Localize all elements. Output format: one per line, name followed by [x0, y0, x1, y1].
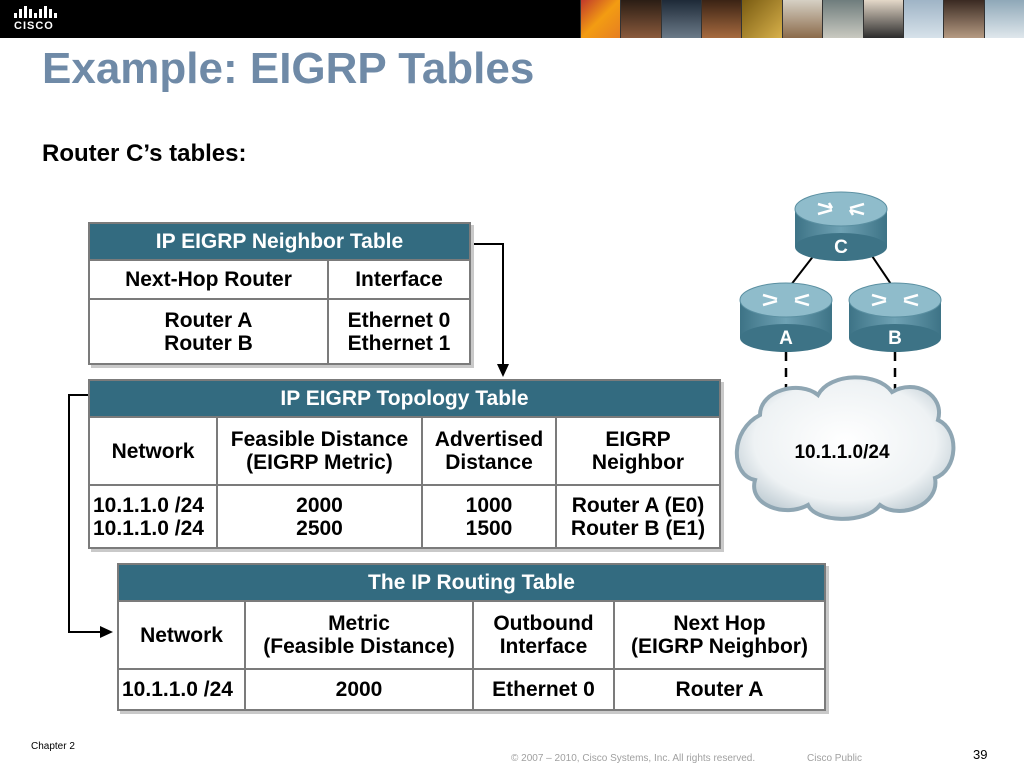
- column-header: Network: [90, 418, 218, 484]
- slide-title: Example: EIGRP Tables: [42, 44, 535, 93]
- router-label-c: C: [834, 237, 848, 258]
- banner-photo: [943, 0, 984, 38]
- topology-to-routing-arrow: [68, 394, 102, 633]
- banner-photo: [741, 0, 782, 38]
- topology-table: IP EIGRP Topology Table Network Feasible…: [88, 379, 721, 549]
- arrowhead-icon: [497, 364, 509, 377]
- slide-subtitle: Router C’s tables:: [42, 140, 247, 167]
- router-label-a: A: [779, 328, 793, 349]
- network-value: 10.1.1.0 /24: [119, 670, 246, 709]
- router-name: Router B: [164, 331, 253, 355]
- banner-photo: [781, 0, 823, 38]
- router-c-icon: [794, 191, 888, 261]
- footer-copyright: © 2007 – 2010, Cisco Systems, Inc. All r…: [511, 753, 756, 764]
- column-header: Outbound Interface: [474, 602, 615, 668]
- neighbor-table-title: IP EIGRP Neighbor Table: [90, 224, 469, 261]
- column-header: Metric (Feasible Distance): [246, 602, 474, 668]
- table-header-row: Network Metric (Feasible Distance) Outbo…: [119, 602, 824, 670]
- cisco-logo: CISCO: [14, 6, 62, 34]
- banner-photo: [822, 0, 863, 38]
- network-label: 10.1.1.0/24: [794, 442, 890, 463]
- cisco-bars-icon: [14, 6, 62, 18]
- page-number: 39: [973, 747, 988, 762]
- footer-classification: Cisco Public: [807, 753, 863, 764]
- arrowhead-icon: [100, 626, 113, 638]
- table-header-row: Next-Hop Router Interface: [90, 261, 469, 300]
- column-header: EIGRP Neighbor: [591, 428, 685, 474]
- router-label-b: B: [888, 328, 902, 349]
- network-value: 10.1.1.0 /24: [93, 516, 204, 540]
- interface-value: Ethernet 0: [474, 670, 615, 709]
- cell-neighbors: Router A (E0) Router B (E1): [557, 486, 719, 547]
- column-header: Feasible Distance (EIGRP Metric): [218, 418, 423, 484]
- cell-routers: Router A Router B: [90, 300, 329, 363]
- banner-photo: [701, 0, 742, 38]
- cisco-logo-text: CISCO: [14, 20, 54, 32]
- column-header: Next Hop (EIGRP Neighbor): [631, 612, 808, 658]
- neighbor-table: IP EIGRP Neighbor Table Next-Hop Router …: [88, 222, 471, 365]
- advertised-distance-value: 1000: [465, 493, 513, 517]
- column-header: Interface: [355, 268, 443, 291]
- router-name: Router A: [164, 308, 253, 332]
- column-header: Advertised Distance: [423, 418, 557, 484]
- banner-photo: [580, 0, 621, 38]
- router-a-icon: [739, 282, 833, 352]
- metric-value: 2000: [246, 670, 474, 709]
- routing-table: The IP Routing Table Network Metric (Fea…: [117, 563, 826, 711]
- routing-table-title: The IP Routing Table: [119, 565, 824, 602]
- table-row: 10.1.1.0 /24 2000 Ethernet 0 Router A: [119, 670, 824, 709]
- table-row: 10.1.1.0 /24 10.1.1.0 /24 2000 2500 1000…: [90, 486, 719, 547]
- table-row: Router A Router B Ethernet 0 Ethernet 1: [90, 300, 469, 363]
- banner-photo: [620, 0, 661, 38]
- topology-table-title: IP EIGRP Topology Table: [90, 381, 719, 418]
- neighbor-to-topology-arrow: [470, 243, 504, 368]
- feasible-distance-value: 2000: [296, 493, 343, 517]
- interface-name: Ethernet 1: [347, 331, 451, 355]
- cell-advertised-distances: 1000 1500: [423, 486, 557, 547]
- cell-feasible-distances: 2000 2500: [218, 486, 423, 547]
- neighbor-value: Router B (E1): [570, 516, 706, 540]
- footer-chapter: Chapter 2: [31, 741, 75, 752]
- advertised-distance-value: 1500: [465, 516, 513, 540]
- cell-interfaces: Ethernet 0 Ethernet 1: [329, 300, 469, 363]
- feasible-distance-value: 2500: [296, 516, 343, 540]
- network-cloud-icon: [734, 375, 956, 521]
- column-header: Next-Hop Router: [90, 261, 329, 298]
- router-b-icon: [848, 282, 942, 352]
- banner-photo: [660, 0, 702, 38]
- neighbor-value: Router A (E0): [571, 493, 705, 517]
- table-header-row: Network Feasible Distance (EIGRP Metric)…: [90, 418, 719, 486]
- cell-networks: 10.1.1.0 /24 10.1.1.0 /24: [90, 486, 218, 547]
- banner-photo-strip: [580, 0, 1024, 38]
- banner-photo: [862, 0, 903, 38]
- top-banner: CISCO: [0, 0, 1024, 38]
- next-hop-value: Router A: [675, 678, 764, 701]
- interface-name: Ethernet 0: [347, 308, 451, 332]
- banner-photo: [902, 0, 944, 38]
- network-value: 10.1.1.0 /24: [93, 493, 204, 517]
- banner-photo: [983, 0, 1024, 38]
- column-header: Network: [119, 602, 246, 668]
